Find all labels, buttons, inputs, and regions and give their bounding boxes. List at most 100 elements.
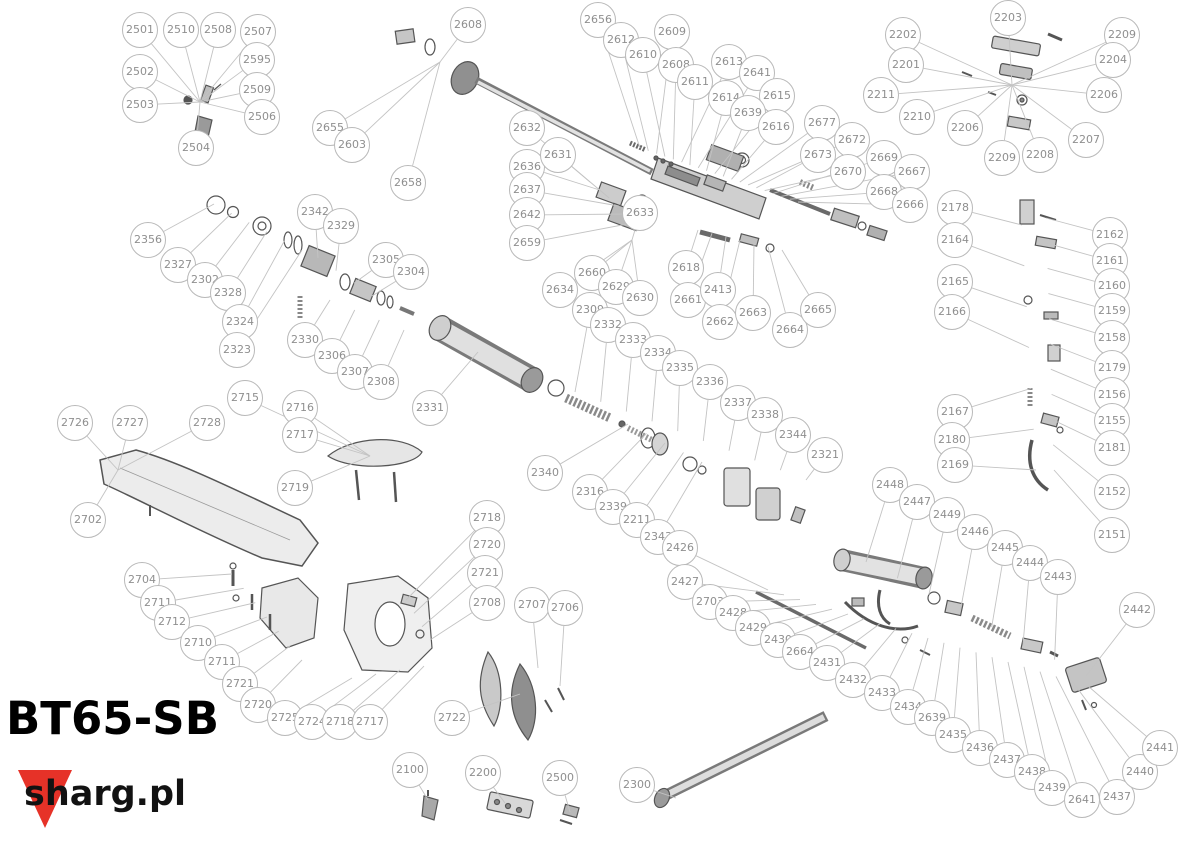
leader-line-2337 [728,420,736,451]
part-callout-2151: 2151 [1094,517,1130,553]
leader-line-2206 [977,84,1013,117]
leader-line-2722 [468,693,521,713]
leader-line-2673 [756,163,803,189]
leader-line-2659 [544,221,639,241]
part-callout-2308: 2308 [363,364,399,400]
part-callout-2510: 2510 [163,12,199,48]
leader-line-2710 [214,616,268,638]
part-callout-2506: 2506 [244,99,280,135]
leader-line-2720 [270,659,303,693]
part-callout-2504: 2504 [178,130,214,166]
leader-line-2435 [953,647,961,718]
leader-line-2179 [1049,343,1096,362]
piston-seal-sketch [206,195,415,318]
leader-line-2711 [175,587,244,601]
leader-line-2508 [199,47,215,103]
leader-line-2655 [345,61,441,120]
part-callout-2632: 2632 [509,110,545,146]
part-callout-2672: 2672 [834,122,870,158]
part-callout-2206: 2206 [1086,77,1122,113]
part-callout-2211: 2211 [863,77,899,113]
leader-line-2204 [1011,63,1096,86]
thumbhole-sketch [343,575,433,673]
leader-line-2201 [923,67,1013,86]
leader-line-2336 [702,399,709,441]
leader-line-2447 [896,519,913,579]
leader-line-2603 [364,61,441,133]
leader-line-2641 [1039,671,1077,784]
leader-line-2335 [677,385,680,432]
leader-line-2300 [653,790,677,799]
leader-line-2642 [544,213,629,216]
part-callout-2642: 2642 [509,197,545,233]
part-callout-2618: 2618 [668,250,704,286]
part-callout-2719: 2719 [277,470,313,506]
leader-line-2180 [969,428,1034,439]
leader-line-2166 [968,319,1030,348]
part-callout-2639: 2639 [730,95,766,131]
part-callout-2728: 2728 [189,405,225,441]
leader-line-2431 [841,623,881,653]
leader-line-2430 [794,613,849,635]
leader-line-2440 [1071,680,1130,758]
leader-line-2610 [646,72,666,157]
part-callout-2616: 2616 [758,109,794,145]
leader-line-2207 [1011,84,1072,130]
air-cylinder-sketch [428,315,565,397]
part-callout-2658: 2658 [390,165,426,201]
part-callout-2328: 2328 [210,275,246,311]
leader-line-2510 [185,47,201,103]
leader-line-2448 [865,502,886,563]
leader-line-2432 [864,628,897,667]
leader-line-2202 [919,42,1013,86]
leader-line-2677 [739,133,808,183]
leader-line-2442 [1085,623,1127,677]
leader-line-2209 [1003,84,1013,141]
leader-line-2608 [439,39,458,63]
leader-line-2707 [533,622,539,669]
barrel-sketch [474,76,654,176]
trigger-unit-sketch [1019,199,1064,492]
sharg-logo-triangle-icon [18,770,72,828]
leader-line-2333 [625,357,632,412]
leader-line-2437 [991,657,1005,743]
part-callout-2344: 2344 [775,417,811,453]
leader-line-2356 [163,203,215,232]
part-callout-2631: 2631 [540,137,576,173]
leader-line-2340 [560,423,629,465]
leader-line-2307 [362,319,380,356]
cheekpiece-sketch [326,439,423,503]
part-callout-2641: 2641 [1064,782,1100,818]
leader-line-2506 [199,101,245,114]
leader-line-2164 [971,245,1025,267]
leader-line-2702 [96,469,119,505]
leader-line-2663 [752,243,755,296]
leader-line-2716 [314,417,371,457]
leader-line-2500 [564,795,571,813]
leader-line-2706 [559,625,565,687]
part-callout-2707: 2707 [514,587,550,623]
part-callout-2206: 2206 [947,110,983,146]
leader-line-2711 [237,630,279,654]
leader-line-2704 [159,573,233,580]
leader-line-2426 [696,555,769,591]
part-callout-2431: 2431 [809,645,845,681]
leader-line-2504 [197,101,201,131]
part-callout-2437: 2437 [1099,779,1135,815]
part-callout-2610: 2610 [625,37,661,73]
leader-line-2444 [1022,580,1029,644]
leader-line-2503 [157,101,201,105]
leader-line-2630 [631,239,638,281]
part-callout-2666: 2666 [892,187,928,223]
leader-line-2306 [339,309,356,341]
leader-line-2608 [672,82,676,160]
leader-line-2434 [912,637,929,690]
leader-line-2656 [603,36,641,149]
leader-line-2439 [1023,666,1049,771]
leader-line-2100 [418,785,429,801]
leader-line-2449 [928,532,944,595]
part-callout-2207: 2207 [1068,122,1104,158]
leader-line-2330 [314,299,331,325]
